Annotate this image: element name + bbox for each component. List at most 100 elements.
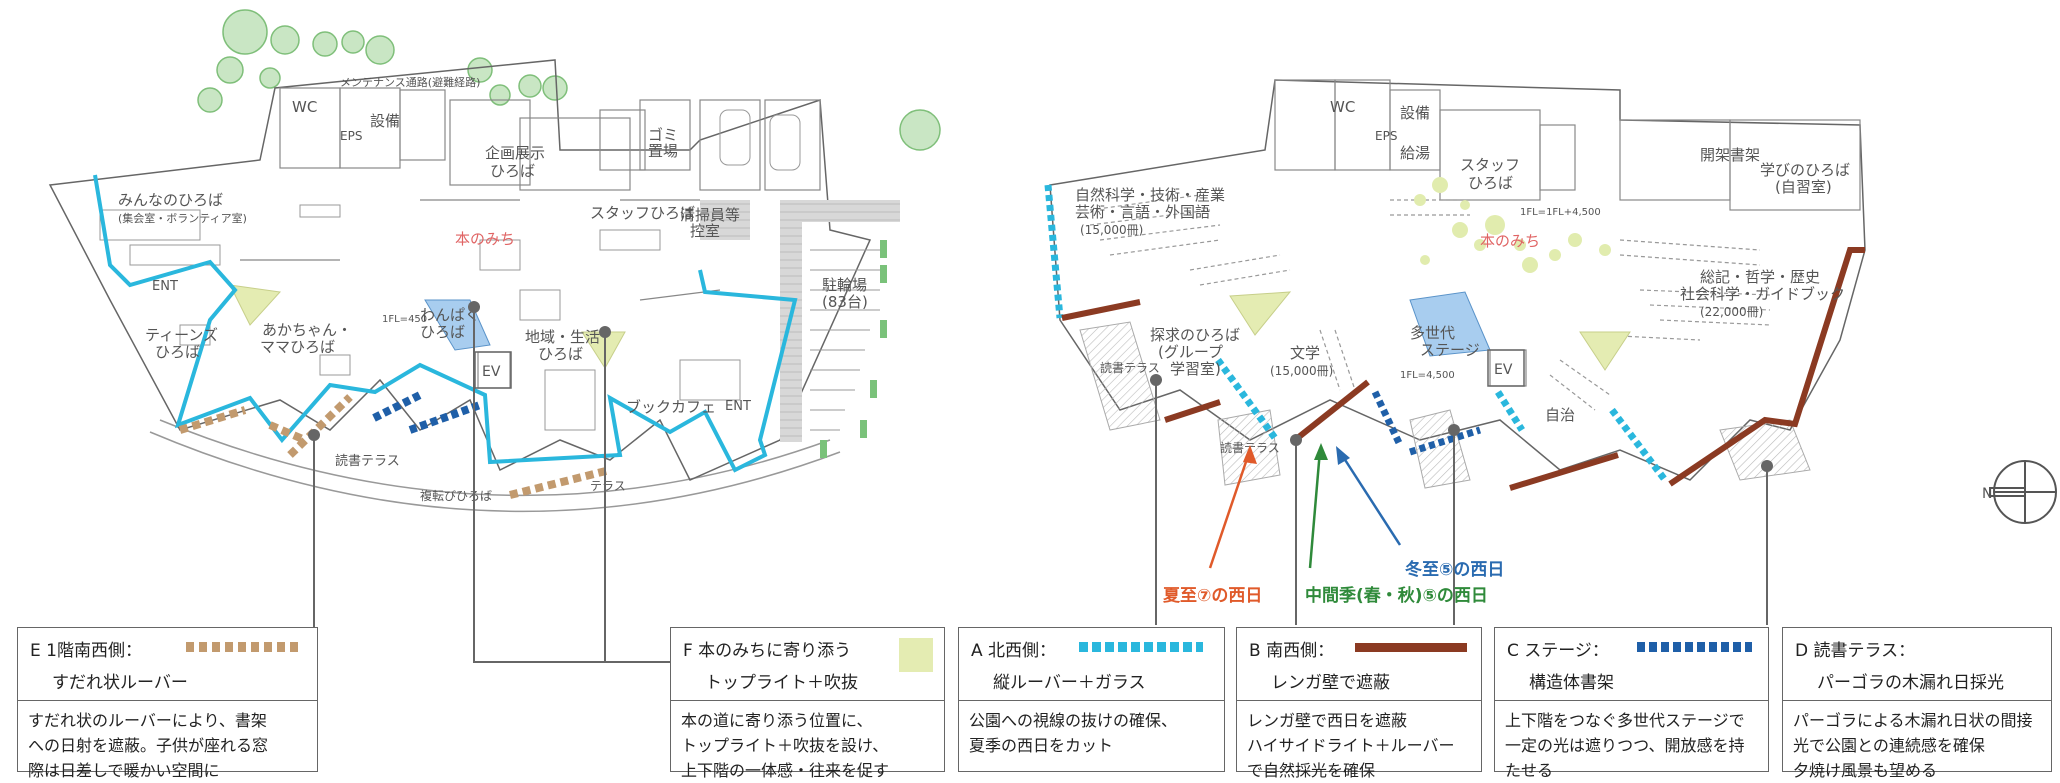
legend-card-c: C ステージ： 構造体書架 上下階をつなぐ多世代ステージで 一定の光は遮りつつ、… [1494,627,1769,780]
legend-b-body-line: レンガ壁で西日を遮蔽 [1247,711,1408,730]
fukanbi-label: 複転びひろば [420,488,492,503]
legend-e-body-line: への日射を遮蔽。子供が座れる窓 [28,736,269,755]
brick-wall-swatch [1355,643,1467,652]
minna-label-2: (集会室・ボランティア室) [118,211,247,225]
eps-label-2f: EPS [1375,129,1397,143]
legend-card-f: F 本のみちに寄り添う トップライト＋吹抜 本の道に寄り添う位置に、 トップライ… [670,627,945,780]
tree-cluster [197,9,941,151]
hon-no-michi-label-2: 本のみち [1480,232,1540,250]
legend-d-body-line: パーゴラによる木漏れ日状の間接 [1793,711,2033,730]
legend-a-body: 公園への視線の抜けの確保、 夏季の西日をカット [969,708,1216,758]
setsubi-label-1f: 設備 [370,112,400,130]
teens-label-2: ひろば [155,343,200,361]
manabi-label-2: (自習室) [1775,178,1832,196]
legend-e-subtitle: すだれ状ルーバー [52,673,188,693]
ent-label-2: ENT [725,399,751,414]
legend-c-title: C ステージ： [1507,641,1609,661]
navy-shelf-2f [1371,390,1482,456]
tankyu-label-3: 学習室) [1170,360,1221,378]
wanpaku-label-2: ひろば [420,323,465,341]
plan-2f-labels: WC EPS 設備 給湯 スタッフ ひろば 開架書架 学びのひろば (自習室) … [1075,98,1850,455]
legend-e-title: E 1階南西側： [30,641,142,661]
legend-d-title: D 読書テラス： [1795,641,1916,661]
legend-f-body-line: トップライト＋吹抜を設け、 [681,736,889,755]
ev-box-2f [1487,349,1525,387]
legend-d-body-line: 夕焼け風景も望める [1793,761,1938,780]
dokusho-terrace-label-1f: 読書テラス [335,453,400,469]
legend-f-body-line: 上下階の一体感・往来を促す [681,761,890,780]
hon-no-michi-label-1: 本のみち [455,230,515,248]
legend-b-title: B 南西側： [1249,641,1335,661]
manabi-label: 学びのひろば [1760,161,1850,179]
legend-c-body-line: 一定の光は遮りつつ、開放感を持 [1505,736,1745,755]
legend-card-b: B 南西側： レンガ壁で遮蔽 レンガ壁で西日を遮蔽 ハイサイドライト＋ルーバー … [1236,627,1482,780]
ev-label-1f: EV [482,364,501,380]
bungaku-label: 文学 [1290,344,1320,362]
cyan-louver-swatch [1079,642,1203,652]
staff-label-2f: スタッフ [1460,156,1520,174]
legend-f-title: F 本のみちに寄り添う [683,641,852,661]
mid-season-sun-label: 中間季(春・秋)⑤の西日 [1305,586,1488,606]
legend-a-title: A 北西側： [971,641,1057,661]
bookcafe-label: ブックカフェ [626,398,716,416]
plan-1f: EV [48,9,941,513]
legend-c-body-line: たせる [1505,761,1554,780]
kikaku-label: 企画展示 [485,144,545,162]
north-arrow: N [1982,460,2057,524]
toplight-left [229,284,282,326]
fl-label-3: 1FL=4,500 [1400,370,1455,381]
winter-sun-label: 冬至⑤の西日 [1405,560,1505,580]
fl-label-1: 1FL=450 [382,314,427,325]
legend-d-subtitle: パーゴラの木漏れ日採光 [1817,673,2004,693]
toplight-2f-right [1579,331,1631,371]
akachan-label: あかちゃん・ [262,321,352,339]
wc-label-1f: WC [292,98,317,116]
legend-card-d: D 読書テラス： パーゴラの木漏れ日採光 パーゴラによる木漏れ日状の間接 光で公… [1782,627,2052,780]
legend-b-body-line: で自然採光を確保 [1247,761,1376,780]
shizen-label: 自然科学・技術・産業 [1075,186,1225,204]
legend-f-body-line: 本の道に寄り添う位置に、 [681,711,873,730]
leader-lines [313,307,1768,669]
tan-louver-1f [178,394,611,499]
setsubi-label-2f: 設備 [1400,104,1430,122]
tasedai-label-2: ステージ [1420,341,1480,359]
navy-shelf-swatch [1637,642,1752,652]
gomi-label-2: 置場 [648,142,678,160]
kaika-label: 開架書架 [1700,146,1760,164]
wanpaku-label: わんぱく [420,306,480,324]
tankyu-label-2: (グループ [1158,343,1223,361]
dokusho-terrace-label-2f-a: 読書テラス [1100,360,1160,375]
legend-b-body: レンガ壁で西日を遮蔽 ハイサイドライト＋ルーバー で自然採光を確保 [1247,708,1473,783]
toplight-2f-left [1229,291,1292,336]
north-label: N [1982,486,1992,502]
legend-c-body-line: 上下階をつなぐ多世代ステージで [1505,711,1745,730]
kikaku-label-2: ひろば [490,162,535,180]
plan-1f-labels: メンテナンス通路(避難経路) WC EPS 設備 企画展示 ひろば みんなのひろ… [118,75,868,503]
legend-d-body: パーゴラによる木漏れ日状の間接 光で公園との連続感を確保 夕焼け風景も望める [1793,708,2043,783]
minna-label: みんなのひろば [118,191,223,209]
fl-label-2: 1FL=1FL+4,500 [1520,207,1601,218]
seisou-label: 清掃員等 [680,206,740,224]
toplight-swatch [899,638,933,672]
ent-label-1: ENT [152,279,178,294]
legend-a-body-line: 夏季の西日をカット [969,736,1114,755]
sun-arrows [1208,443,1402,569]
legend-b-subtitle: レンガ壁で遮蔽 [1271,673,1390,693]
legend-f-subtitle: トップライト＋吹抜 [705,673,858,693]
teens-label: ティーンズ [145,326,218,344]
legend-card-a: A 北西側： 縦ルーバー＋ガラス 公園への視線の抜けの確保、 夏季の西日をカット [958,627,1225,772]
maintenance-road-label: メンテナンス通路(避難経路) [340,75,480,89]
jichi-label: 自治 [1545,406,1575,424]
eps-label-1f: EPS [340,129,362,143]
legend-a-subtitle: 縦ルーバー＋ガラス [993,673,1146,693]
sougou-label-3: (22,000冊) [1700,305,1763,319]
seisou-label-2: 控室 [690,222,720,240]
ev-label-2f: EV [1494,362,1513,378]
legend-a-body-line: 公園への視線の抜けの確保、 [969,711,1178,730]
staff-label-1f: スタッフひろば [590,204,695,222]
leader-dots [308,301,1773,472]
legend-e-body: すだれ状のルーバーにより、書架 への日射を遮蔽。子供が座れる窓 際は日差しで暖か… [28,708,309,783]
staff-label-2f-b: ひろば [1468,174,1513,192]
legend-d-body-line: 光で公園との連続感を確保 [1793,736,1985,755]
bungaku-label-2: (15,000冊) [1270,364,1333,378]
